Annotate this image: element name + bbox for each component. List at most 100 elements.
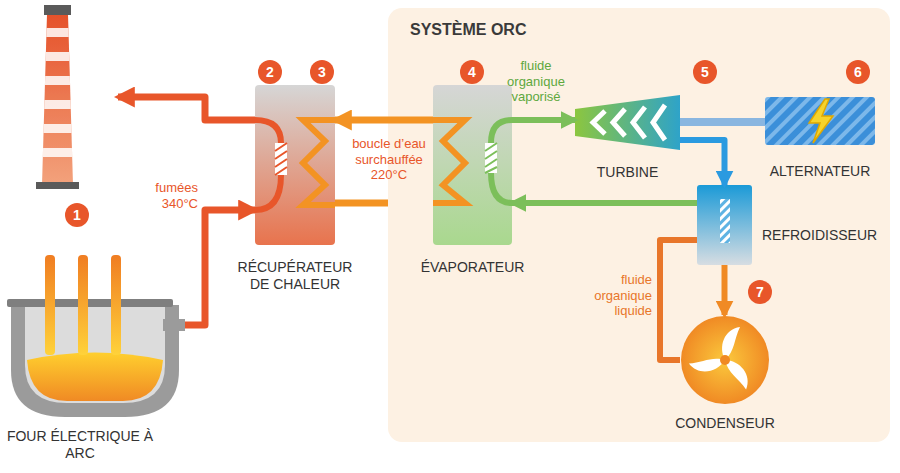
evaporator-shape-part	[485, 143, 497, 173]
callout-number: 1	[65, 203, 89, 227]
heat-recovery-shape-part	[275, 143, 287, 175]
liquid-pipe	[660, 240, 697, 360]
node-label: FOUR ÉLECTRIQUE À ARC	[5, 428, 155, 462]
evaporator-shape	[433, 85, 512, 245]
condenser-shape	[680, 315, 770, 405]
turbine-shape	[575, 95, 680, 150]
heat-recovery-shape-part	[303, 120, 335, 205]
cooler: REFROIDISSEUR	[697, 185, 752, 265]
flow-label: fluide organique liquide	[580, 272, 652, 319]
label-holder: ÉVAPORATEUR	[413, 259, 533, 276]
callout-number: 3	[310, 60, 334, 84]
turbine-shape-part	[593, 111, 605, 134]
heat-recovery-shape-part	[255, 85, 335, 245]
chimney-part	[30, 28, 90, 37]
furnace-shape-part	[163, 319, 185, 331]
exhaust-vapor-pipe	[680, 140, 725, 185]
label-holder: boucle d’eau surchauffée 220°C	[343, 136, 435, 183]
furnace-shape-part	[45, 255, 55, 355]
evaporator-shape-part	[491, 173, 512, 203]
chimney-part	[30, 148, 90, 157]
evaporator: ÉVAPORATEUR	[433, 85, 512, 245]
label-holder: RÉCUPÉRATEUR DE CHALEUR	[233, 259, 357, 293]
cooler-shape	[697, 185, 752, 265]
turbine-shape-part	[613, 109, 625, 136]
label-holder: TURBINE	[573, 164, 683, 181]
label-holder: CONDENSEUR	[665, 415, 785, 432]
region-title: SYSTÈME ORC	[410, 20, 526, 39]
alternator-shape-part	[809, 99, 833, 143]
label-holder: 7	[748, 280, 772, 304]
condenser-shape-part	[681, 316, 769, 404]
label-holder: 5	[693, 60, 717, 84]
furnace-shape	[5, 255, 185, 420]
alternator-shape	[765, 97, 875, 145]
flow-label: fluide organique vaporisé	[500, 58, 572, 105]
callout-number: 7	[748, 280, 772, 304]
callout-number: 6	[846, 60, 870, 84]
evaporator-shape-part	[491, 120, 512, 143]
cooled-flow-pipe	[722, 265, 728, 315]
turbine: TURBINE	[575, 95, 680, 150]
callout-number: 4	[460, 60, 484, 84]
node-label: ALTERNATEUR	[760, 163, 880, 180]
label-holder: 6	[846, 60, 870, 84]
heat-recovery-shape	[255, 85, 335, 245]
heat-recovery-unit: RÉCUPÉRATEUR DE CHALEUR	[255, 85, 335, 245]
heat-recovery-shape-part	[255, 175, 281, 210]
label-holder: fluide organique vaporisé	[500, 58, 572, 105]
chimney-part	[36, 182, 79, 189]
label-holder: fumées 340°C	[143, 180, 198, 211]
furnace-shape-part	[78, 255, 88, 355]
vapor-pipe	[512, 117, 575, 123]
node-label: RÉCUPÉRATEUR DE CHALEUR	[233, 259, 357, 293]
alternator-shape-part	[765, 97, 875, 145]
node-label: TURBINE	[573, 164, 683, 181]
node-label: ÉVAPORATEUR	[413, 259, 533, 276]
evaporator-shape-part	[433, 120, 465, 203]
label-holder: 2	[258, 60, 282, 84]
node-label: REFROIDISSEUR	[762, 227, 877, 244]
liquid-return-pipe	[512, 200, 697, 206]
arc-furnace: FOUR ÉLECTRIQUE À ARC	[5, 255, 185, 420]
node-label: CONDENSEUR	[665, 415, 785, 432]
condenser-shape-part	[720, 355, 730, 365]
turbine-shape-part	[633, 107, 645, 138]
flow-label: fumées 340°C	[143, 180, 198, 211]
callout-number: 2	[258, 60, 282, 84]
label-holder: 4	[460, 60, 484, 84]
cooler-shape-part	[697, 185, 752, 265]
furnace-shape-part	[7, 299, 173, 307]
shaft	[680, 118, 765, 126]
turbine-shape-part	[653, 105, 665, 140]
callout-number: 5	[693, 60, 717, 84]
label-holder: 1	[65, 203, 89, 227]
chimney-part	[42, 14, 73, 185]
heat-recovery-shape-part	[255, 120, 281, 143]
heat-recovery-shape-part	[275, 143, 287, 175]
chimney	[30, 5, 90, 189]
alternator: ALTERNATEUR	[765, 97, 875, 145]
label-holder: ALTERNATEUR	[760, 163, 880, 180]
flue-gas-pipe	[185, 210, 255, 325]
label-holder: SYSTÈME ORC	[410, 20, 526, 39]
chimney-part	[30, 100, 90, 109]
evaporator-shape-part	[485, 143, 497, 173]
evaporator-shape-part	[433, 85, 512, 245]
label-holder: REFROIDISSEUR	[762, 227, 877, 244]
furnace-shape-part	[11, 305, 179, 417]
chimney-part	[30, 124, 90, 133]
condenser: CONDENSEUR	[680, 315, 770, 405]
exhaust-pipe	[118, 97, 255, 120]
flow-label: boucle d’eau surchauffée 220°C	[343, 136, 435, 183]
furnace-shape-part	[27, 353, 163, 402]
chimney-part	[44, 5, 71, 15]
condenser-shape-part	[689, 347, 727, 379]
water-loop-pipe	[335, 117, 433, 124]
turbine-shape-part	[575, 95, 680, 150]
label-holder: fluide organique liquide	[580, 272, 652, 319]
chimney-part	[30, 76, 90, 85]
cooler-shape-part	[720, 199, 730, 243]
chimney-part	[30, 52, 90, 61]
